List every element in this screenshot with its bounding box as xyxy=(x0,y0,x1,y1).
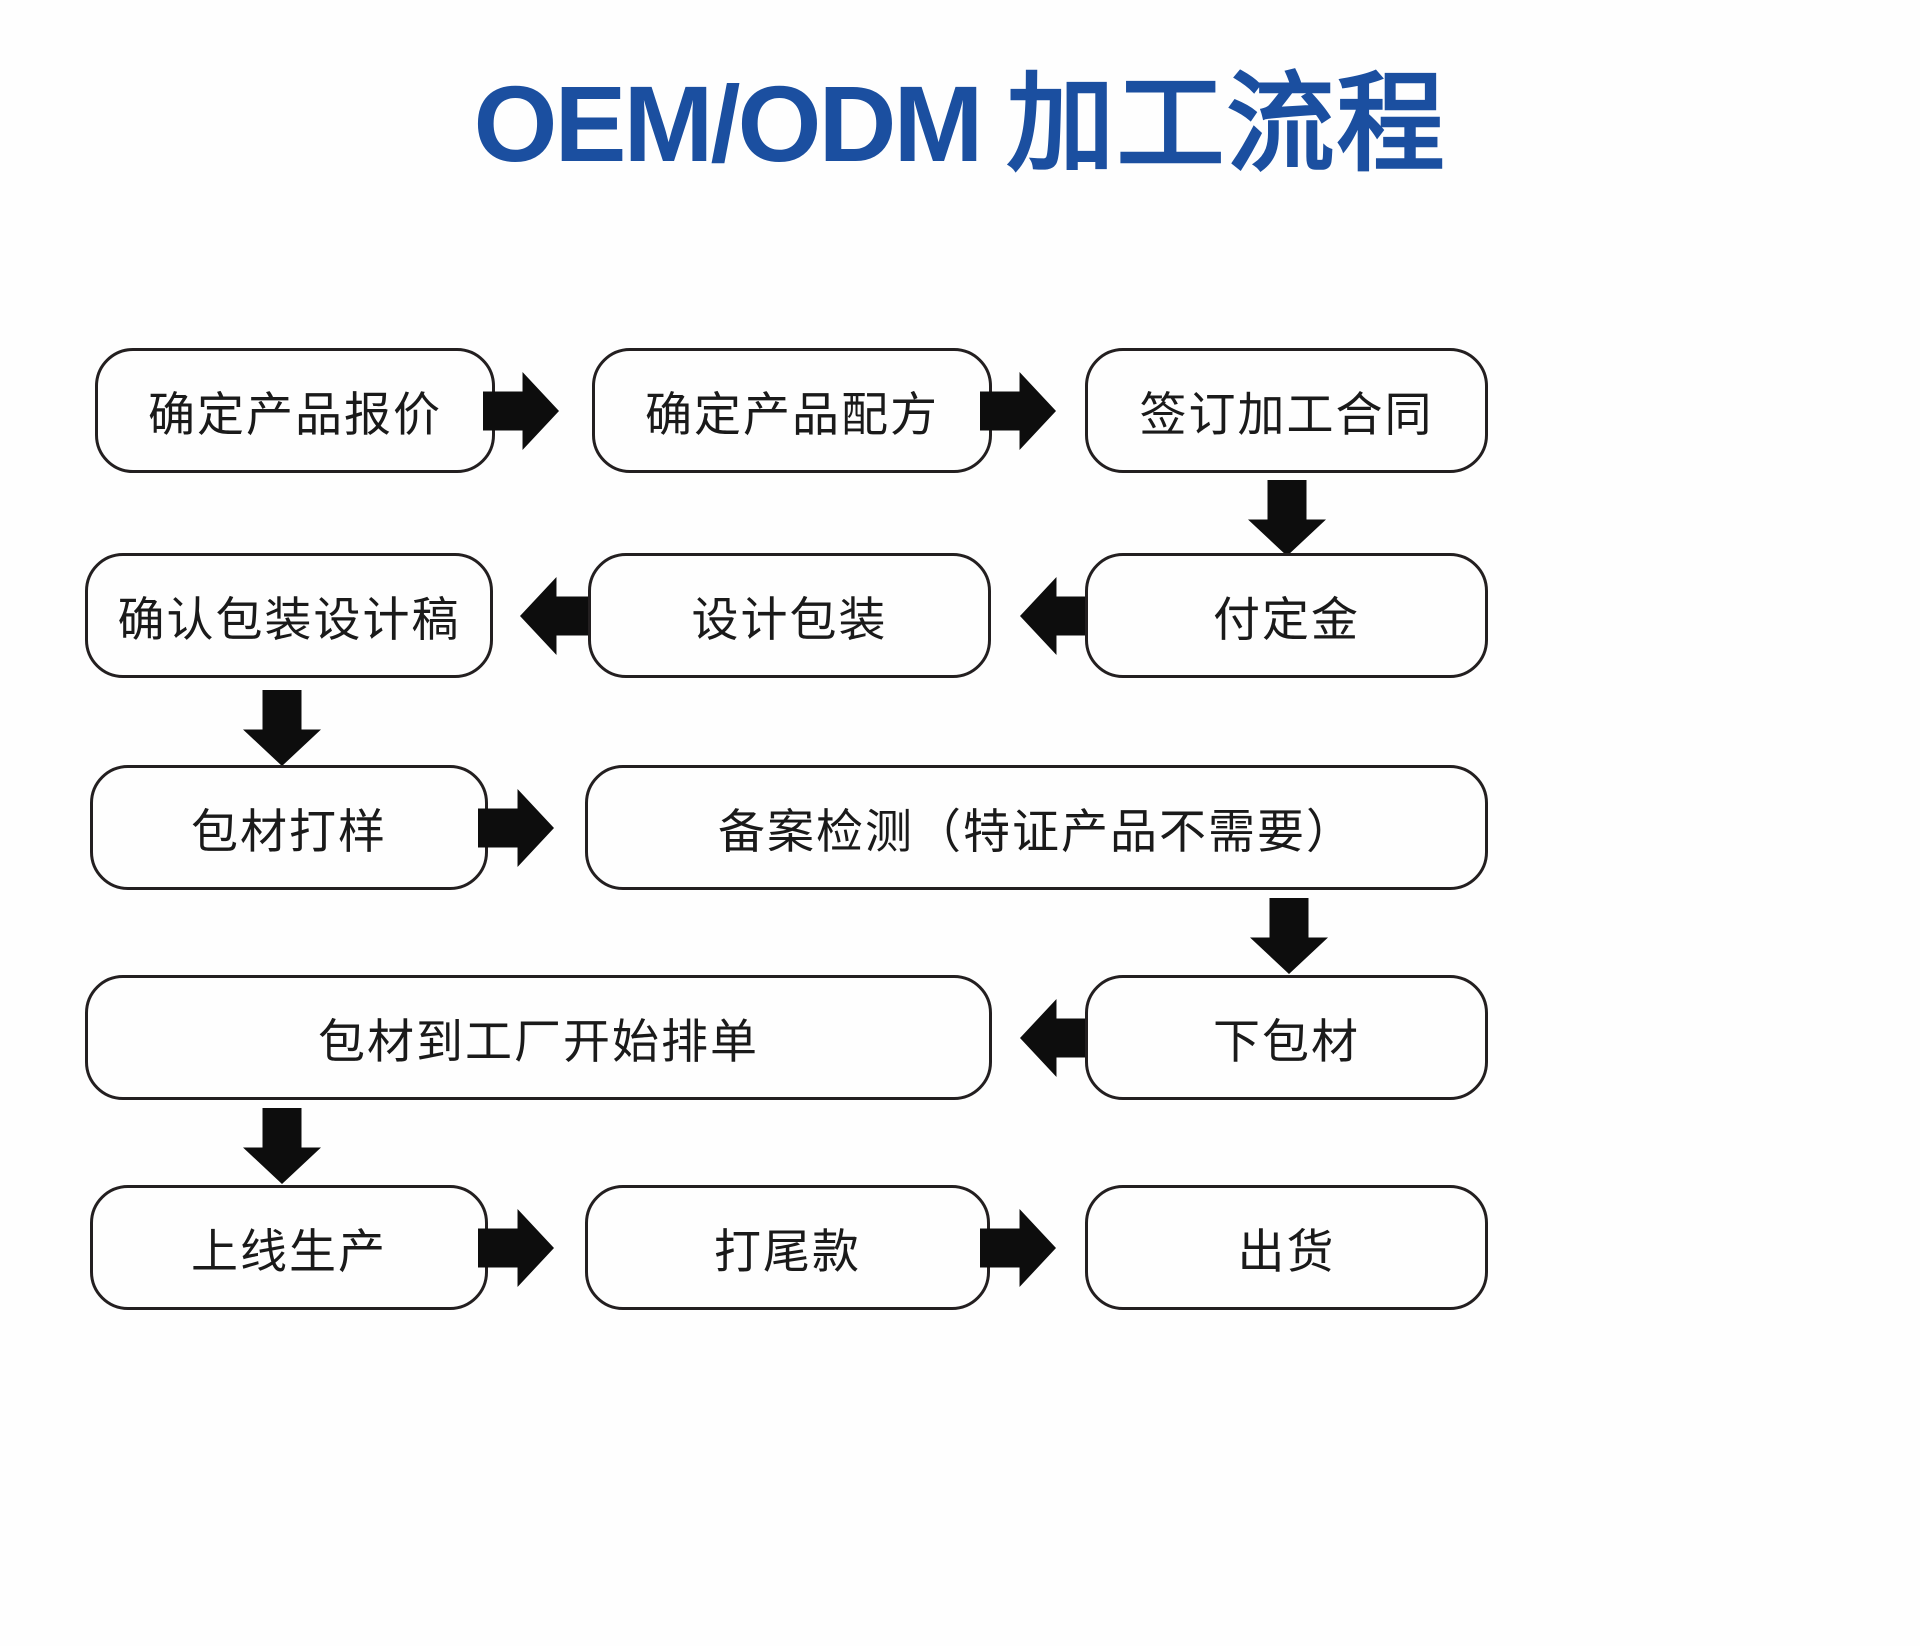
arrow-right-icon xyxy=(478,789,554,867)
flow-row-5: 上线生产 打尾款 出货 xyxy=(0,1185,1920,1310)
flow-node-final-payment[interactable]: 打尾款 xyxy=(585,1185,990,1310)
flow-node-start-production[interactable]: 上线生产 xyxy=(90,1185,488,1310)
title-cjk: 加工流程 xyxy=(1006,63,1447,184)
flow-node-pay-deposit[interactable]: 付定金 xyxy=(1085,553,1488,678)
arrow-right-icon xyxy=(478,1209,554,1287)
flow-node-order-packaging[interactable]: 下包材 xyxy=(1085,975,1488,1100)
flow-node-filing-test[interactable]: 备案检测（特证产品不需要） xyxy=(585,765,1488,890)
flow-node-confirm-quote[interactable]: 确定产品报价 xyxy=(95,348,495,473)
arrow-down-icon xyxy=(243,690,321,766)
flow-row-4: 包材到工厂开始排单 下包材 xyxy=(0,975,1920,1100)
flow-node-sign-contract[interactable]: 签订加工合同 xyxy=(1085,348,1488,473)
arrow-down-icon xyxy=(1250,898,1328,974)
arrow-left-icon xyxy=(520,577,596,655)
flow-node-package-arrive-factory[interactable]: 包材到工厂开始排单 xyxy=(85,975,992,1100)
flow-node-shipment[interactable]: 出货 xyxy=(1085,1185,1488,1310)
flow-node-confirm-formula[interactable]: 确定产品配方 xyxy=(592,348,992,473)
flow-row-3: 包材打样 备案检测（特证产品不需要） xyxy=(0,765,1920,890)
flow-row-2: 确认包装设计稿 设计包装 付定金 xyxy=(0,553,1920,678)
title-latin: OEM/ODM xyxy=(473,63,984,184)
flow-row-1: 确定产品报价 确定产品配方 签订加工合同 xyxy=(0,348,1920,473)
arrow-down-icon xyxy=(243,1108,321,1184)
arrow-down-icon xyxy=(1248,480,1326,556)
flow-node-design-package[interactable]: 设计包装 xyxy=(588,553,991,678)
flow-node-package-sample[interactable]: 包材打样 xyxy=(90,765,488,890)
flow-node-approve-package-design[interactable]: 确认包装设计稿 xyxy=(85,553,493,678)
arrow-right-icon xyxy=(980,1209,1056,1287)
